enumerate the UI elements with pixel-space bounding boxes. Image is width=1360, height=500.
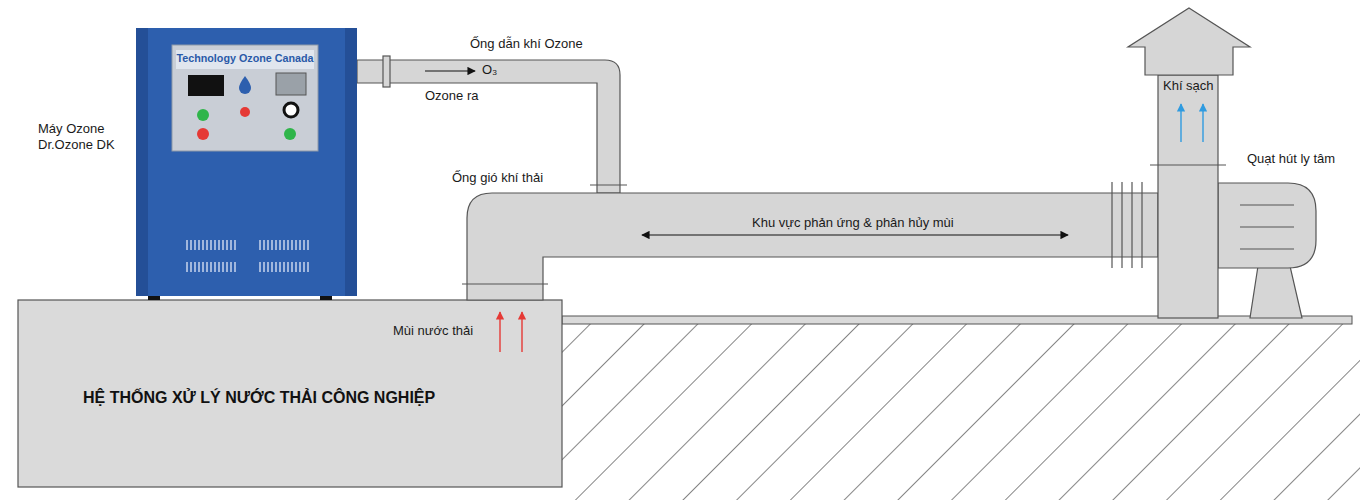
pipe-coupling (383, 56, 390, 87)
treatment-system-box: HỆ THỐNG XỬ LÝ NƯỚC THẢI CÔNG NGHIỆP (18, 300, 562, 487)
odour-label: Mùi nước thải (393, 323, 473, 339)
system-title: HỆ THỐNG XỬ LÝ NƯỚC THẢI CÔNG NGHIỆP (83, 388, 435, 408)
fan-stand (1250, 266, 1302, 318)
stack-label: Khí sạch (1163, 78, 1214, 94)
gas-formula: O₃ (482, 62, 497, 78)
pipe-label: Ống dẫn khí Ozone (470, 36, 583, 52)
ozone-pipe (357, 60, 620, 193)
flow-label: Ozone ra (425, 88, 478, 104)
odour-arrow (521, 312, 522, 352)
treatment-tank (18, 300, 562, 487)
duct-ring (462, 283, 548, 284)
fan-fins (1240, 205, 1294, 249)
fan-housing (1218, 183, 1316, 268)
fan-label: Quạt hút ly tâm (1247, 151, 1335, 167)
ozone-machine (136, 28, 357, 300)
machine-label: Máy Ozone Dr.Ozone DK (38, 121, 130, 154)
panel-title: Technology Ozone Canada (176, 52, 314, 65)
stack-cap (1128, 8, 1250, 75)
ground-hatch (562, 324, 1360, 500)
exhaust-duct (467, 193, 1158, 300)
pipe-ring (590, 184, 627, 185)
exhaust-stack (1158, 75, 1218, 318)
clean-air-arrow (1180, 104, 1181, 142)
odour-arrow (499, 312, 500, 352)
ozone-machine-box: Máy Ozone Dr.Ozone DKTechnology Ozone Ca… (136, 28, 357, 296)
duct-flange (1112, 182, 1142, 268)
ground-slab (562, 316, 1352, 324)
zone-label: Khu vực phản ứng & phân hủy mùi (752, 215, 954, 231)
flow-arrow (425, 70, 475, 71)
clean-air-arrow (1202, 104, 1203, 142)
span-arrow (642, 234, 1068, 235)
duct-label: Ống gió khí thải (452, 170, 543, 186)
stack-ring (1150, 164, 1226, 165)
